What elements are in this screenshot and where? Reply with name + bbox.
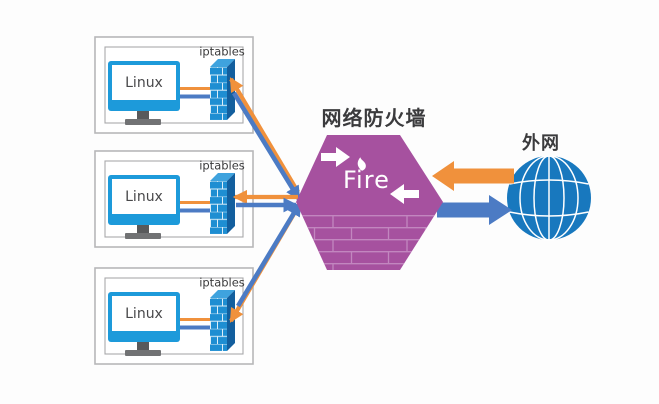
iptables-label: iptables xyxy=(199,45,245,59)
host-box-1: iptables Linux xyxy=(94,36,254,134)
flame-icon xyxy=(357,157,366,171)
iptables-wall-icon xyxy=(210,59,235,120)
firewall-brick-pattern xyxy=(296,215,443,270)
linux-monitor-icon: Linux xyxy=(108,175,180,239)
os-label: Linux xyxy=(125,306,163,322)
os-label: Linux xyxy=(125,75,163,91)
inbound-arrow-external xyxy=(432,161,514,191)
external-network-label: 外网 xyxy=(522,132,560,154)
linux-monitor-icon: Linux xyxy=(108,61,180,125)
internal-traffic-arrows xyxy=(229,77,302,323)
iptables-label: iptables xyxy=(199,276,245,290)
os-label: Linux xyxy=(125,189,163,205)
inbound-arrow-host1 xyxy=(229,77,300,194)
iptables-label: iptables xyxy=(199,159,245,173)
right-white-arrow-icon xyxy=(321,147,350,167)
fire-label: Fire xyxy=(343,166,390,194)
host-box-3: iptables Linux xyxy=(94,267,254,365)
firewall-title-label: 网络防火墙 xyxy=(322,106,427,130)
outbound-arrow-host1 xyxy=(232,91,301,201)
outbound-arrow-external xyxy=(437,195,512,225)
left-white-arrow-icon xyxy=(390,184,419,204)
iptables-wall-icon xyxy=(210,173,235,234)
outbound-arrow-host3 xyxy=(236,201,302,308)
firewall-hexagon: Fire xyxy=(296,135,443,270)
host-box-2: iptables Linux xyxy=(94,150,254,248)
globe-icon xyxy=(507,155,591,241)
linux-monitor-icon: Linux xyxy=(108,292,180,356)
